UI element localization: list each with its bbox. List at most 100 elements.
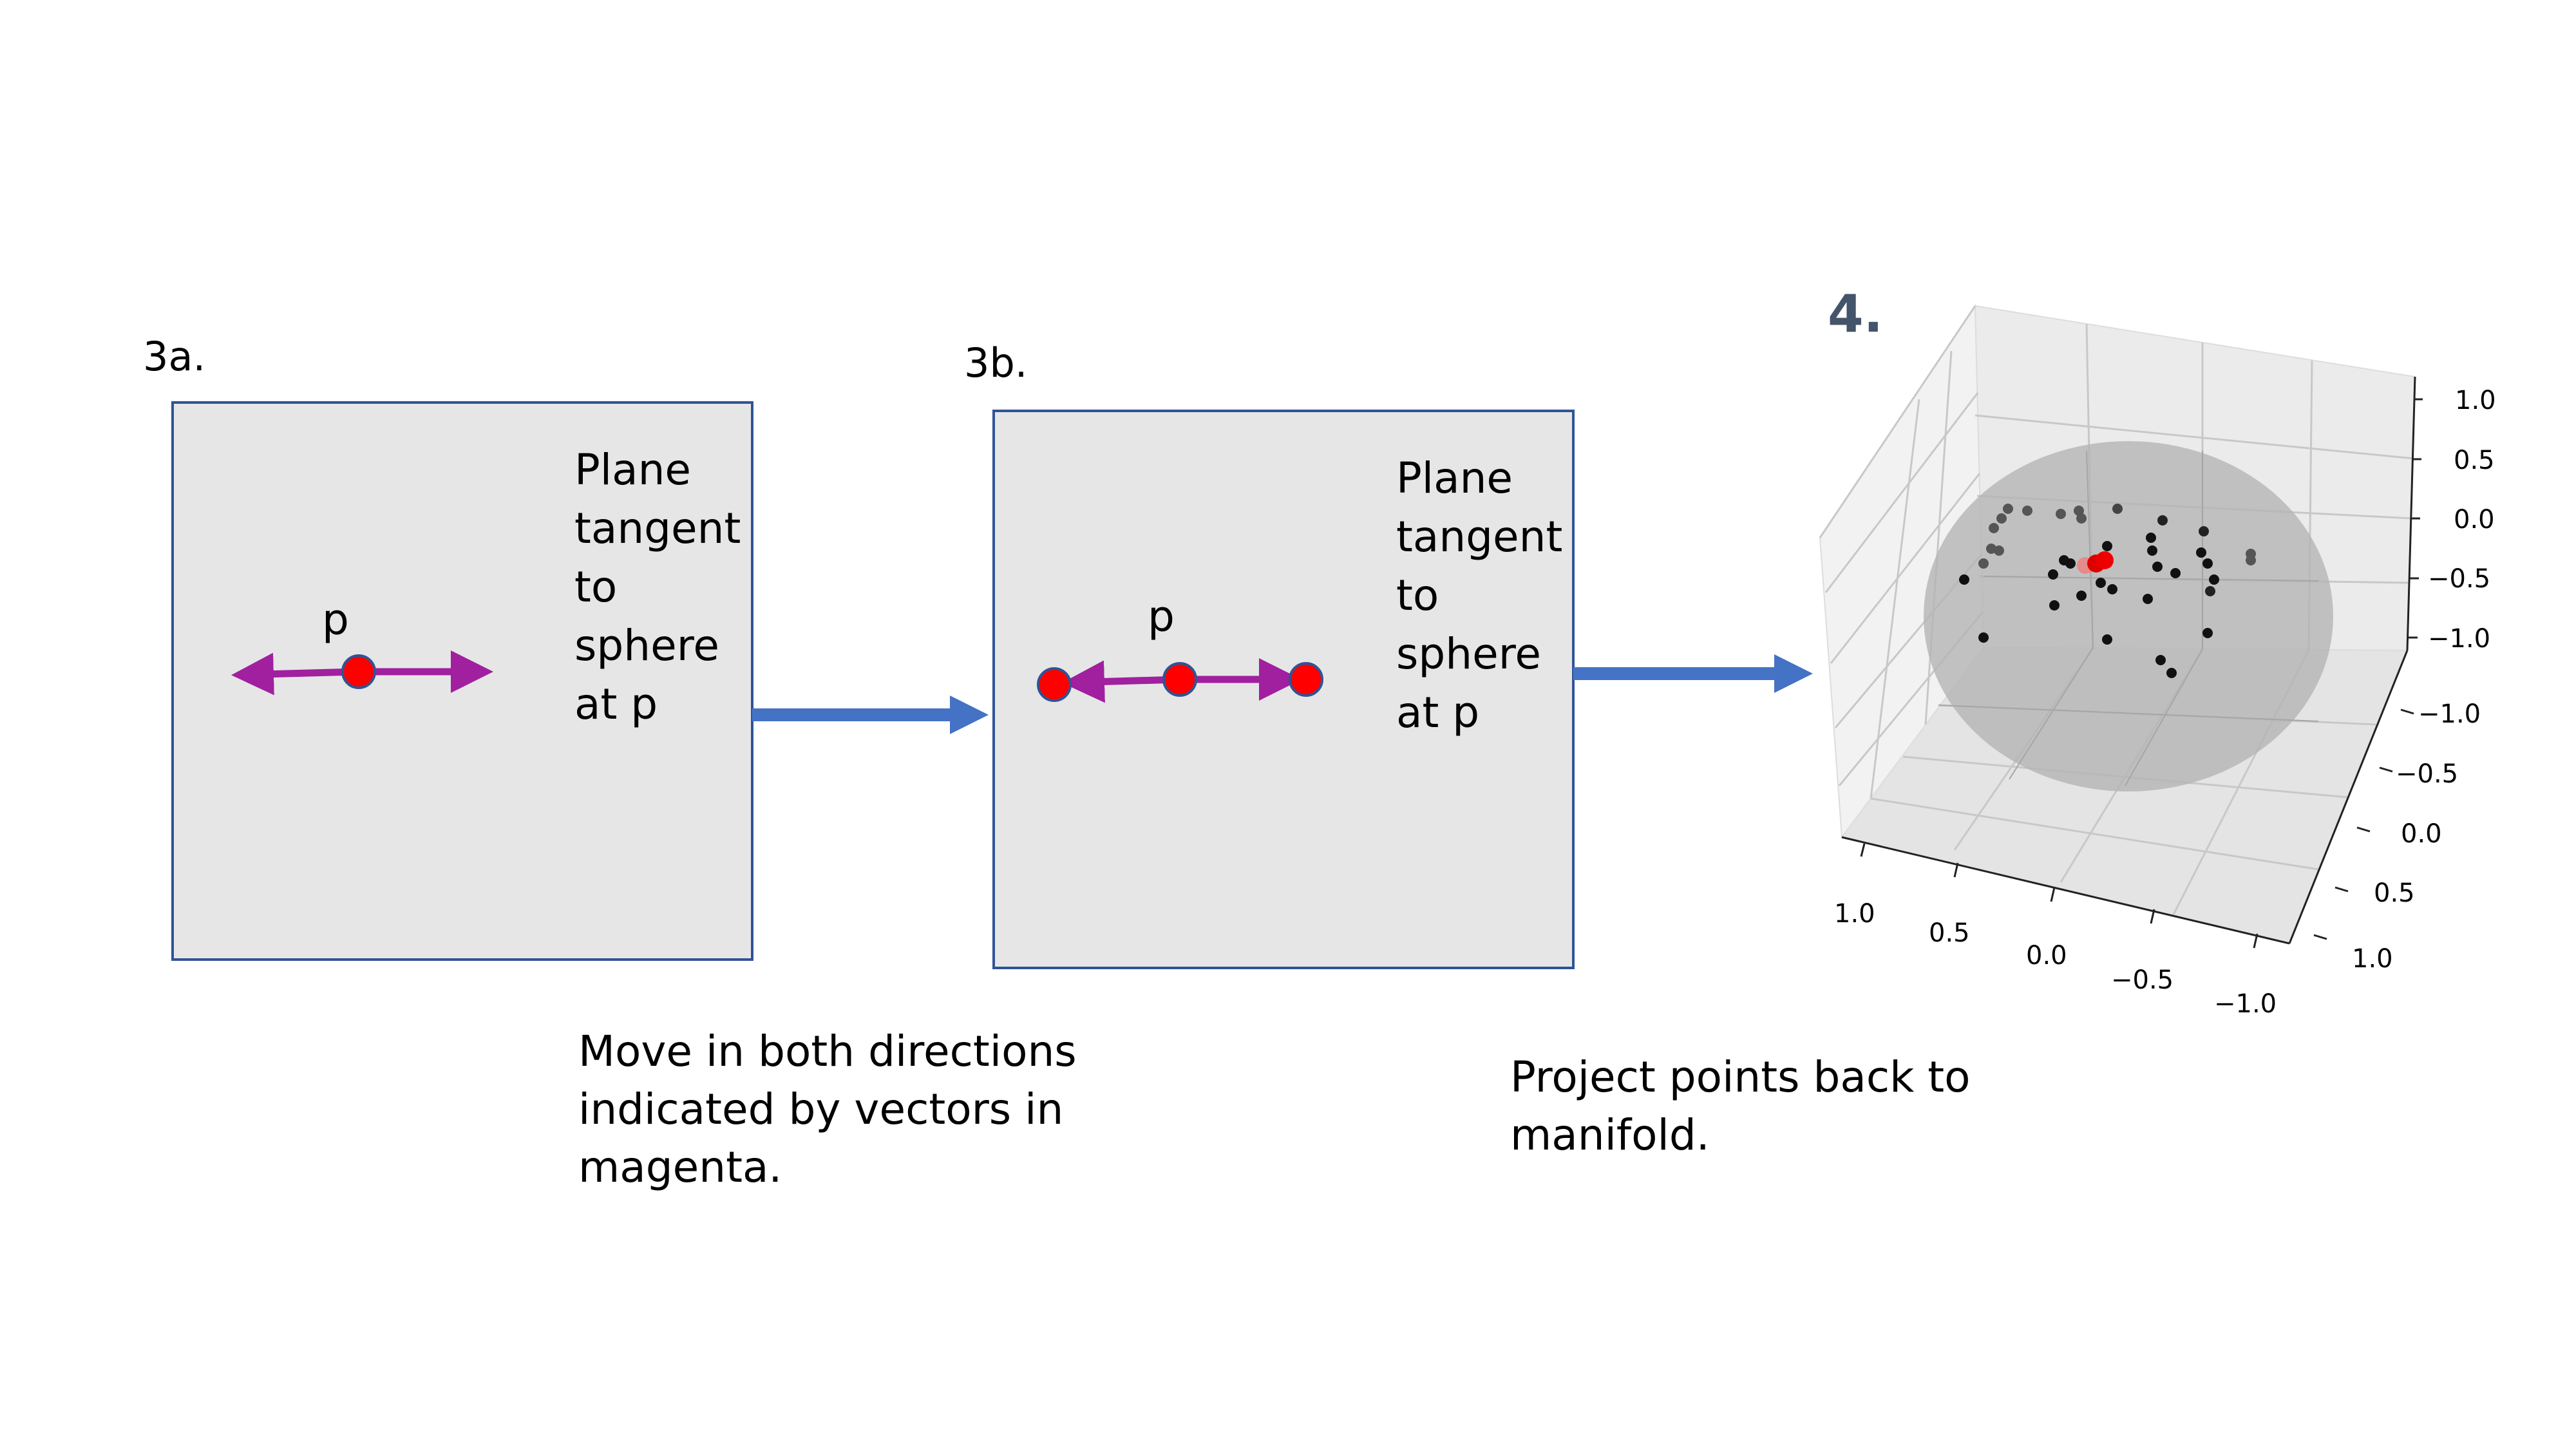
sphere-point <box>2102 541 2112 551</box>
sphere-point <box>2205 586 2215 596</box>
sphere-point <box>2112 504 2123 514</box>
x-tick-label: 0.5 <box>1929 918 1970 948</box>
caption-move-line: magenta. <box>578 1142 782 1192</box>
sphere-point <box>2155 655 2166 665</box>
sphere-point <box>2049 600 2060 611</box>
panel-3b-plane-line: sphere <box>1396 629 1541 679</box>
step-4: 4. <box>1819 284 2496 1019</box>
sphere-point <box>2096 578 2106 588</box>
projected-point <box>2096 551 2114 569</box>
projected-red-points <box>2077 551 2114 574</box>
panel-3a-point-p <box>341 654 376 689</box>
panel-3b-right-point <box>1289 662 1323 697</box>
plot-tick-marks <box>1860 398 2423 949</box>
sphere-point <box>2102 634 2112 645</box>
panel-3b: 3b. p Plane tangent to sphere at p <box>964 339 1575 969</box>
x-axis-line <box>1841 836 2290 945</box>
sphere-point <box>2147 545 2157 556</box>
arrow-3a-to-3b <box>752 696 989 734</box>
step-4-3d-plot: 1.0 0.5 0.0 −0.5 −1.0 −1.0 −0.5 0.0 0.5 … <box>1819 303 2496 1019</box>
x-axis-tick-labels: 1.0 0.5 0.0 −0.5 −1.0 <box>1834 899 2277 1019</box>
sphere-point <box>2076 591 2087 601</box>
z-tick-label: −0.5 <box>2428 564 2490 594</box>
sphere-point <box>1994 545 2004 556</box>
panel-3a: 3a. p Plane tangent to sphere at p <box>143 333 753 961</box>
sphere-point <box>2170 568 2181 578</box>
panel-3b-vectors <box>1062 658 1302 703</box>
sphere-point <box>2166 668 2177 678</box>
arrow-3b-to-4 <box>1573 654 1813 693</box>
panel-3b-point-p <box>1162 662 1197 697</box>
panel-3a-plane-line: sphere <box>574 621 719 670</box>
sphere-point <box>2056 509 2066 519</box>
sphere-point <box>1986 544 1996 554</box>
x-tick-label: 0.0 <box>2026 941 2067 971</box>
panel-3a-point-label: p <box>322 595 349 645</box>
caption-project-line: Project points back to <box>1510 1052 1971 1102</box>
y-tick-label: 0.5 <box>2374 878 2415 908</box>
sphere-point <box>2107 584 2117 594</box>
caption-project-line: manifold. <box>1510 1110 1710 1160</box>
panel-3a-plane-line: to <box>574 562 617 612</box>
panel-3a-left-vector <box>231 652 359 696</box>
z-tick-label: −1.0 <box>2428 624 2490 654</box>
sphere-point <box>2199 526 2209 536</box>
panel-3b-left-vector <box>1062 660 1180 703</box>
panel-3a-plane-line: tangent <box>574 504 741 553</box>
sphere-point <box>2022 506 2032 516</box>
panel-3a-plane-line: at p <box>574 679 658 729</box>
sphere-point <box>2157 515 2168 526</box>
y-tick-label: 1.0 <box>2352 944 2393 974</box>
panel-3b-left-point <box>1037 667 1072 702</box>
x-tick-label: −1.0 <box>2214 989 2277 1019</box>
sphere-point <box>2143 594 2153 604</box>
panel-3a-plane-line: Plane <box>574 445 691 495</box>
sphere-point <box>1996 513 2007 524</box>
z-axis-tick-labels: 1.0 0.5 0.0 −0.5 −1.0 <box>2428 386 2496 654</box>
sphere-point <box>2048 569 2058 580</box>
sphere-point <box>2246 555 2256 565</box>
caption-move-line: indicated by vectors in <box>578 1084 1063 1134</box>
x-tick-label: −0.5 <box>2111 965 2174 995</box>
y-axis-tick-labels: −1.0 −0.5 0.0 0.5 1.0 <box>2352 699 2481 974</box>
z-tick-label: 0.0 <box>2454 505 2495 535</box>
step-4-label: 4. <box>1828 284 1883 344</box>
sphere-point <box>2209 574 2219 585</box>
sphere-point <box>2065 558 2076 569</box>
x-tick-label: 1.0 <box>1834 899 1875 929</box>
y-tick-label: −1.0 <box>2418 699 2481 729</box>
sphere-point <box>2003 504 2013 514</box>
sphere-point <box>2152 562 2163 572</box>
sphere-point <box>1989 523 1999 533</box>
sphere-surface <box>1924 441 2333 791</box>
z-tick-label: 0.5 <box>2454 446 2495 475</box>
sphere-data-points <box>1959 504 2256 678</box>
z-axis-line <box>2406 376 2416 651</box>
panel-3b-point-label: p <box>1148 592 1175 641</box>
caption-project: Project points back to manifold. <box>1510 1052 1971 1160</box>
y-tick-label: −0.5 <box>2396 759 2458 789</box>
panel-3b-plane-line: at p <box>1396 688 1479 737</box>
panel-3a-step-label: 3a. <box>143 333 205 380</box>
sphere-point <box>2146 533 2156 543</box>
sphere-point <box>2076 513 2087 524</box>
z-tick-label: 1.0 <box>2455 386 2496 415</box>
sphere-point <box>1959 574 1969 585</box>
sphere-point <box>2196 547 2206 558</box>
sphere-point <box>1978 632 1989 643</box>
sphere-point <box>1978 558 1989 569</box>
sphere-point <box>2202 558 2213 569</box>
y-tick-label: 0.0 <box>2401 819 2442 849</box>
sphere-point <box>2202 628 2213 638</box>
panel-3b-step-label: 3b. <box>964 339 1028 386</box>
plot-axes <box>1841 376 2416 945</box>
panel-3b-plane-line: Plane <box>1396 453 1513 503</box>
panel-3a-plane-text: Plane tangent to sphere at p <box>574 445 741 729</box>
caption-move-line: Move in both directions <box>578 1027 1077 1076</box>
panel-3b-plane-line: to <box>1396 571 1439 620</box>
panel-3b-plane-line: tangent <box>1396 512 1562 562</box>
panel-3b-plane-text: Plane tangent to sphere at p <box>1396 453 1562 737</box>
caption-move: Move in both directions indicated by vec… <box>578 1027 1077 1192</box>
panel-3a-vectors <box>231 650 493 696</box>
